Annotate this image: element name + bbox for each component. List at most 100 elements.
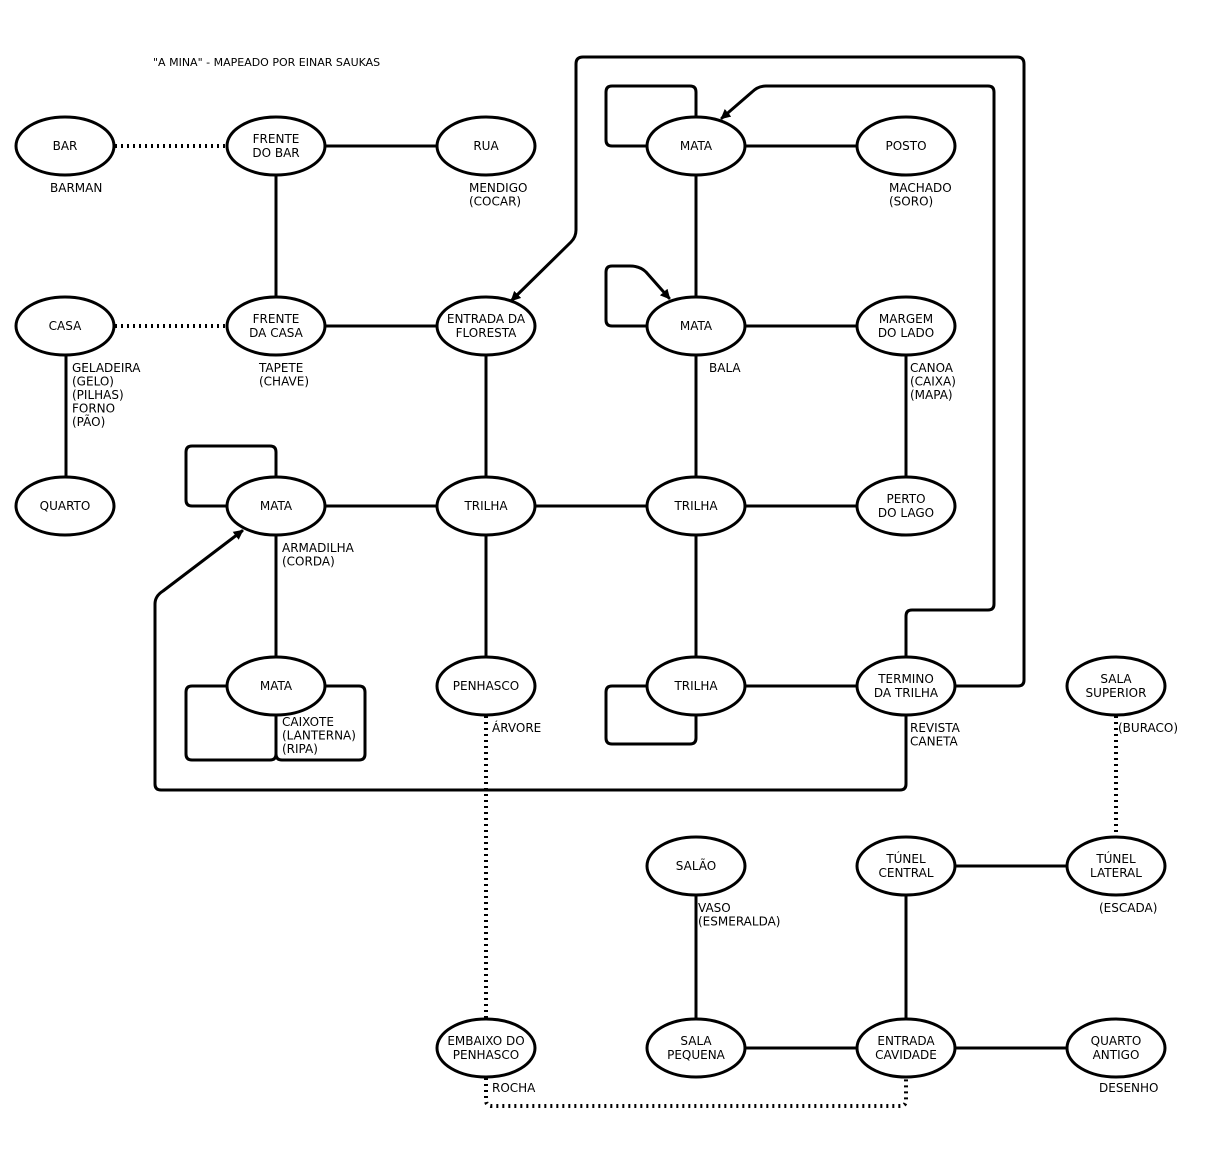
item-note-line: TAPETE xyxy=(258,361,303,375)
edge-trilha-lower-self-loop xyxy=(604,684,698,746)
room-label-line: RUA xyxy=(473,139,499,153)
item-note-line: DESENHO xyxy=(1099,1081,1158,1095)
room-casa: CASA xyxy=(14,295,116,357)
room-label-line: POSTO xyxy=(885,139,926,153)
room-label-line: SUPERIOR xyxy=(1086,686,1147,700)
items-quarto-antigo: DESENHO xyxy=(1099,1081,1158,1095)
item-note-line: (LANTERNA) xyxy=(282,729,356,743)
room-label-line: BAR xyxy=(53,139,78,153)
items-mata-middle: BALA xyxy=(709,361,741,375)
items-rua: MENDIGO(COCAR) xyxy=(469,181,527,209)
room-bar: BAR xyxy=(14,115,116,177)
edge-embaixo-entrada-cavidade xyxy=(484,1078,908,1108)
room-label-line: DA CASA xyxy=(249,326,303,340)
items-posto: MACHADO(SORO) xyxy=(889,181,952,209)
room-label-line: FLORESTA xyxy=(456,326,518,340)
item-note-line: ÁRVORE xyxy=(492,720,541,735)
edge-termino-to-mata-top xyxy=(720,84,996,658)
room-label-line: MARGEM xyxy=(879,312,933,326)
room-label-line: MATA xyxy=(260,499,293,513)
item-note-line: (SORO) xyxy=(889,195,933,209)
item-note-line: (CAIXA) xyxy=(910,375,956,389)
items-tunel-lateral: (ESCADA) xyxy=(1099,901,1157,915)
items-bar: BARMAN xyxy=(50,181,102,195)
room-trilha-lower: TRILHA xyxy=(645,655,747,717)
items-penhasco: ÁRVORE xyxy=(492,720,541,735)
room-label-line: FRENTE xyxy=(253,132,300,146)
item-note-line: FORNO xyxy=(72,402,115,416)
item-note-line: VASO xyxy=(698,901,731,915)
room-label-line: PENHASCO xyxy=(453,1048,519,1062)
item-note-line: (BURACO) xyxy=(1118,721,1178,735)
room-label-line: FRENTE xyxy=(253,312,300,326)
room-mata-lower: MATA xyxy=(225,655,327,717)
item-note-line: GELADEIRA xyxy=(72,361,141,375)
room-label-line: TERMINO xyxy=(877,672,934,686)
room-label: RUA xyxy=(473,139,499,153)
item-note-line: BALA xyxy=(709,361,741,375)
room-label: SALÃO xyxy=(676,858,716,873)
items-casa: GELADEIRA(GELO)(PILHAS)FORNO(PÃO) xyxy=(72,361,141,429)
room-label-line: PEQUENA xyxy=(667,1048,726,1062)
room-label: MATA xyxy=(260,499,293,513)
room-label: MATA xyxy=(680,139,713,153)
room-salao: SALÃO xyxy=(645,835,747,897)
room-label-line: ENTRADA DA xyxy=(447,312,526,326)
room-label-line: EMBAIXO DO xyxy=(447,1034,524,1048)
room-label-line: DO LADO xyxy=(878,326,934,340)
items-frente-da-casa: TAPETE(CHAVE) xyxy=(258,361,309,389)
room-mata-left: MATA xyxy=(225,475,327,537)
item-note-line: BARMAN xyxy=(50,181,102,195)
room-item-notes: BARMAN MENDIGO(COCAR) MACHADO(SORO) GELA… xyxy=(50,181,1178,1095)
room-label-line: TRILHA xyxy=(673,679,718,693)
item-note-line: CANOA xyxy=(910,361,954,375)
room-label: MATA xyxy=(680,319,713,333)
item-note-line: (GELO) xyxy=(72,375,114,389)
room-label-line: SALA xyxy=(680,1034,712,1048)
room-label: BAR xyxy=(53,139,78,153)
room-mata-middle: MATA xyxy=(645,295,747,357)
room-label: TRILHA xyxy=(673,499,718,513)
items-sala-superior: (BURACO) xyxy=(1118,721,1178,735)
room-label: MATA xyxy=(260,679,293,693)
room-label-line: TRILHA xyxy=(673,499,718,513)
item-note-line: ROCHA xyxy=(492,1081,536,1095)
map-title: "A MINA" - MAPEADO POR EINAR SAUKAS xyxy=(153,56,380,69)
room-label-line: TÚNEL xyxy=(1095,851,1136,866)
room-label-line: CENTRAL xyxy=(878,866,933,880)
room-label-line: LATERAL xyxy=(1090,866,1142,880)
room-label: CASA xyxy=(49,319,82,333)
room-label-line: DO BAR xyxy=(252,146,299,160)
room-label-line: DO LAGO xyxy=(878,506,934,520)
items-salao: VASO(ESMERALDA) xyxy=(698,901,780,929)
room-label: TRILHA xyxy=(673,679,718,693)
room-label: QUARTO xyxy=(40,499,91,513)
room-label-line: DA TRILHA xyxy=(874,686,939,700)
room-trilha-center: TRILHA xyxy=(435,475,537,537)
item-note-line: (PILHAS) xyxy=(72,388,124,402)
room-trilha-right: TRILHA xyxy=(645,475,747,537)
edge-termino-to-mata-left xyxy=(153,529,908,792)
room-label-line: SALÃO xyxy=(676,858,716,873)
room-label-line: TRILHA xyxy=(463,499,508,513)
room-label: PENHASCO xyxy=(453,679,519,693)
